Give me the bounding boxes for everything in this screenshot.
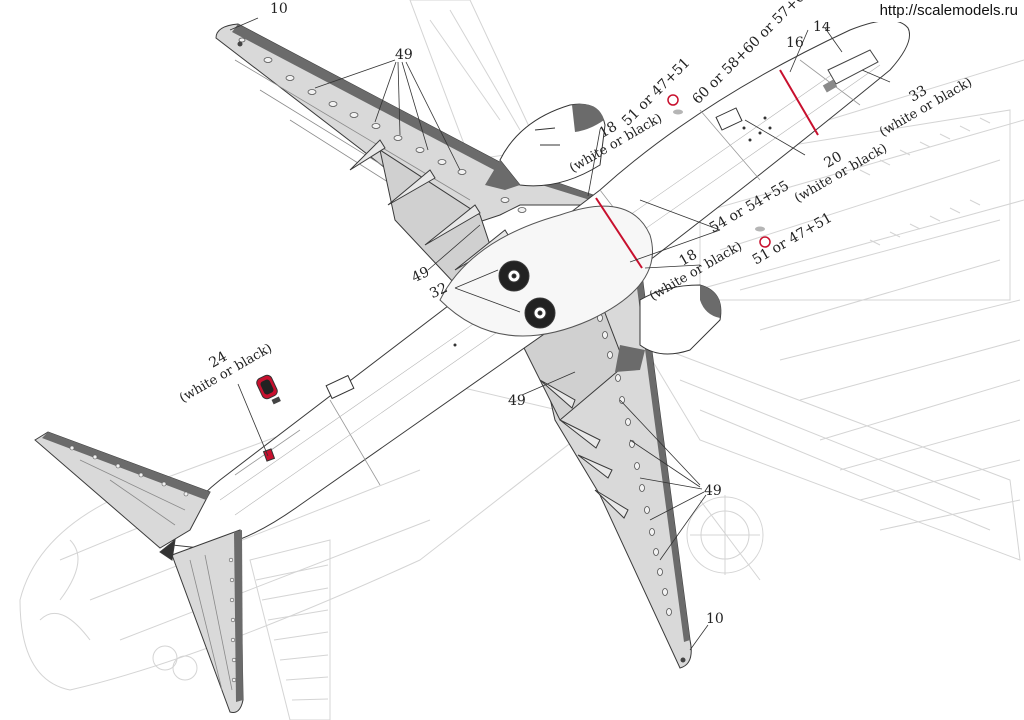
- callout-number: 10: [706, 611, 724, 627]
- callout-49-low: 49: [508, 394, 526, 409]
- callout-10-top: 10: [270, 2, 288, 17]
- site-watermark: http://scalemodels.ru: [824, 0, 1024, 22]
- decal-51-lower: [755, 226, 771, 248]
- decal-24: [256, 374, 281, 405]
- callout-number: 49: [704, 483, 722, 499]
- callout-number: 49: [508, 393, 526, 409]
- decal-51-upper: [667, 94, 683, 115]
- callout-49-right: 49: [704, 484, 722, 499]
- ghost-cutaway-background: [19, 0, 1024, 720]
- callout-number: 10: [270, 1, 288, 17]
- callout-number: 16: [786, 35, 804, 51]
- horizontal-stabilizer-upper: [34, 431, 211, 549]
- callout-number: 49: [395, 47, 413, 63]
- aircraft-underside: [34, 19, 910, 713]
- horizontal-stabilizer-lower: [171, 529, 244, 713]
- callout-leader-lines: [229, 17, 891, 651]
- callout-49-top: 49: [395, 48, 413, 63]
- main-gear-wheels: [498, 260, 556, 329]
- tail-cone: [159, 538, 176, 561]
- callout-16: 16: [786, 36, 804, 51]
- fuselage: [171, 19, 910, 549]
- upper-engine: [485, 103, 606, 190]
- callout-14: 14: [813, 20, 831, 35]
- right-wing: [519, 259, 692, 669]
- callout-10-bottom: 10: [706, 612, 724, 627]
- lower-engine: [615, 284, 722, 372]
- callout-number: 14: [813, 19, 831, 35]
